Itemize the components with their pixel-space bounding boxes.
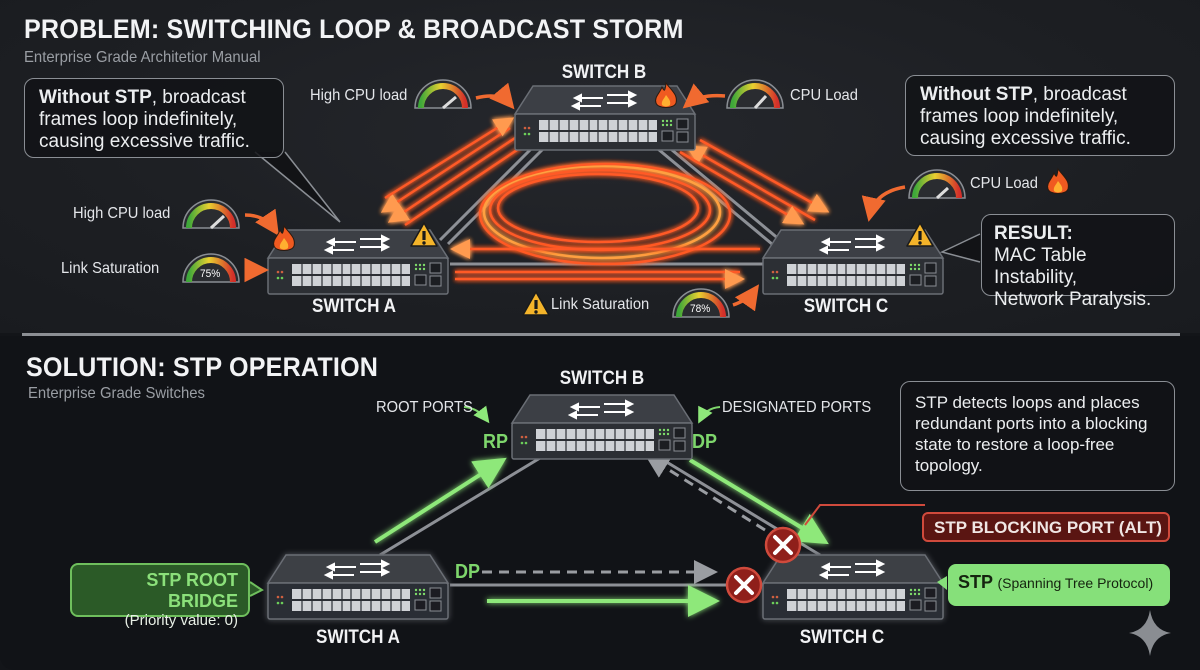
- without-stp-callout-left: Without STP, broadcast frames loop indef…: [24, 78, 284, 158]
- switch-b-solution: [511, 394, 693, 460]
- forwarding-arrow: [373, 457, 507, 544]
- root-bridge-pointer: [249, 581, 264, 597]
- curved-arrow-icon: [244, 82, 906, 312]
- without-stp-callout-right: Without STP, broadcast frames loop indef…: [905, 75, 1175, 156]
- blocked-port-x-icon: [725, 566, 763, 604]
- switch-a-label: SWITCH A: [312, 296, 396, 317]
- callout-pointer: [254, 151, 341, 223]
- storm-arrow: [387, 136, 516, 223]
- designated-ports-pointer: [698, 405, 721, 424]
- storm-arrows: [380, 117, 830, 289]
- switch-b-label: SWITCH B: [559, 368, 645, 389]
- storm-arrow: [380, 126, 511, 213]
- callout-text: , broadcast frames loop indefinitely, ca…: [39, 87, 250, 152]
- blocked-paths: [482, 454, 766, 584]
- root-ports-pointer: [463, 405, 490, 424]
- gauge-value: 75%: [200, 268, 221, 280]
- gauge-label: Link Saturation: [551, 296, 650, 313]
- problem-title: PROBLEM: SWITCHING LOOP & BROADCAST STOR…: [24, 14, 684, 44]
- solution-subtitle: Enterprise Grade Switches: [28, 385, 205, 402]
- warning-icon: [522, 291, 550, 316]
- gauge-icon: [183, 200, 239, 228]
- gauge-icon: [727, 80, 783, 108]
- gauge-label: High CPU load: [310, 87, 408, 104]
- root-bridge-badge: STP ROOT BRIDGE (Priority value: 0): [70, 563, 250, 629]
- callout-bold: Without STP: [920, 84, 1033, 105]
- stp-info-callout: STP detects loops and places redundant p…: [900, 381, 1175, 491]
- stp-badge-bold: STP: [958, 572, 994, 592]
- storm-arrow: [699, 138, 830, 213]
- storm-ring: [488, 168, 712, 252]
- result-line: MAC Table Instability,: [994, 245, 1087, 288]
- blocking-port-badge: STP BLOCKING PORT (ALT): [922, 512, 1170, 542]
- stp-protocol-badge: STP (Spanning Tree Protocol): [948, 564, 1170, 606]
- gauge-label: High CPU load: [73, 205, 171, 222]
- section-divider: [22, 333, 1180, 336]
- stp-badge-text: (Spanning Tree Protocol): [997, 575, 1154, 591]
- root-port-tag: RP: [483, 431, 509, 453]
- switch-c-solution: [762, 554, 944, 620]
- problem-subtitle: Enterprise Grade Architetior Manual: [24, 49, 261, 66]
- storm-ring: [478, 162, 732, 266]
- root-bridge-priority: (Priority value: 0): [124, 612, 238, 629]
- physical-links-solution: [379, 453, 821, 587]
- switch-a-label: SWITCH A: [316, 627, 400, 648]
- result-heading: RESULT:: [994, 223, 1073, 244]
- blocked-port-x-icon: [764, 526, 802, 564]
- gauge-value: 78%: [690, 303, 711, 315]
- root-ports-label: ROOT PORTS: [376, 399, 473, 416]
- storm-arrow: [384, 117, 515, 200]
- result-callout: RESULT: MAC Table Instability, Network P…: [981, 214, 1175, 310]
- forwarding-arrow: [688, 458, 829, 545]
- forwarding-paths: [373, 457, 829, 617]
- result-callout-pointer: [939, 233, 981, 263]
- gauge-icon: [909, 170, 965, 198]
- root-bridge-title: STP ROOT BRIDGE: [146, 570, 238, 611]
- solution-title: SOLUTION: STP OPERATION: [26, 352, 379, 382]
- callout-bold: Without STP: [39, 87, 152, 108]
- switch-c-label: SWITCH C: [799, 627, 885, 648]
- blocked-bpdu-arrow: [644, 454, 766, 532]
- designated-port-tag: DP: [455, 561, 481, 583]
- gauge-label: CPU Load: [790, 87, 858, 104]
- storm-arrow: [679, 150, 805, 225]
- fire-icon: [1047, 168, 1069, 194]
- designated-port-tag: DP: [692, 431, 718, 453]
- gauge-icon: [415, 80, 471, 108]
- gauge-label: CPU Load: [970, 175, 1038, 192]
- stp-badge-pointer: [937, 576, 947, 590]
- callout-text: , broadcast frames loop indefinitely, ca…: [920, 84, 1131, 149]
- blocking-pointer: [804, 504, 925, 526]
- designated-ports-label: DESIGNATED PORTS: [722, 399, 872, 416]
- storm-ring: [496, 172, 700, 244]
- switch-b-label: SWITCH B: [561, 62, 647, 83]
- result-line: Network Paralysis.: [994, 289, 1152, 310]
- sparkle-icon: [1129, 610, 1171, 656]
- switch-c-label: SWITCH C: [803, 296, 889, 317]
- storm-arrow: [404, 146, 521, 227]
- storm-ring: [482, 164, 722, 260]
- switch-a-solution: [267, 554, 449, 620]
- gauge-label: Link Saturation: [61, 260, 160, 277]
